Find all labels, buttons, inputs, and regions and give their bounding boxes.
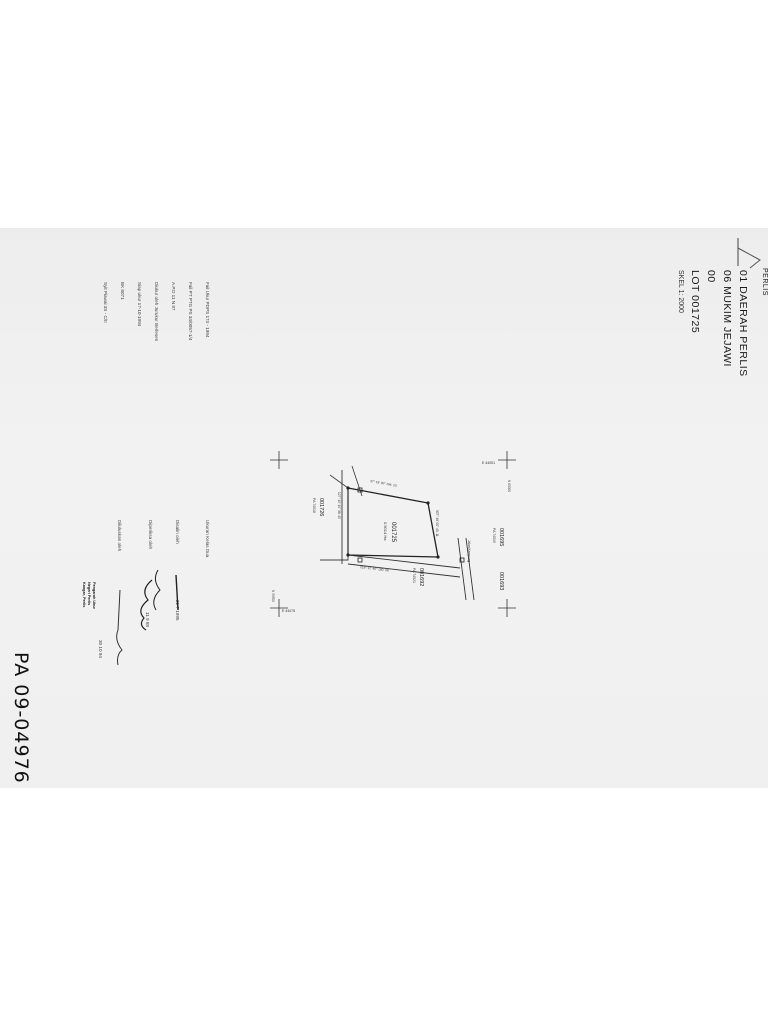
coord-top-2: N 60000 xyxy=(507,480,511,492)
header-line-2: 06 MUKIM JEJAWI xyxy=(721,270,733,367)
lot-001726-boundary xyxy=(320,474,349,561)
lot-right-top-ref: PA 74519 xyxy=(492,528,496,543)
signature-verified xyxy=(140,579,153,631)
corner-marker xyxy=(426,501,430,505)
note-line-3: A.P.D 11 N 97 xyxy=(171,282,176,311)
header-scale: SKEL 1: 2000 xyxy=(677,270,684,313)
header-line-top: PERLIS xyxy=(761,268,768,296)
square-marker xyxy=(357,487,363,493)
sig-label-approved: Ukuran Kelas Dua xyxy=(205,520,210,558)
coord-bottom-2: N 59500 xyxy=(271,590,275,602)
square-marker xyxy=(459,557,465,563)
header-line-4: LOT 001725 xyxy=(689,270,701,334)
sig-label-certified: Diluluskan oleh xyxy=(117,520,122,552)
top-left-diagonal xyxy=(351,465,363,497)
signature-line-checked xyxy=(175,574,179,611)
bearing-bottom: 218° 12' 40" 180. 08 xyxy=(360,565,389,572)
corner-marker xyxy=(346,553,350,557)
note-line-7: Syit Piawai 3S - C/II xyxy=(103,282,108,323)
lot-left-ref: PA 74518 xyxy=(312,498,316,513)
road-line-1 xyxy=(347,554,461,569)
lot-main-area: 0.5014 Ha xyxy=(383,522,388,541)
lot-right-side-label: 001693 xyxy=(498,572,504,590)
note-line-4: Diukur oleh Jurukur Berlesen xyxy=(154,282,159,342)
survey-plan: 001725 0.5014 Ha 001726 PA 74518 001695 … xyxy=(270,451,516,617)
road-line-2 xyxy=(347,563,461,578)
sig-label-verified: Diperiksa oleh xyxy=(148,520,153,550)
header-line-3: 00 xyxy=(705,270,717,283)
corner-marker xyxy=(436,555,440,559)
bearing-right: 307° 48' 00" 40. 11 xyxy=(435,510,439,537)
note-line-6: BK 8071 xyxy=(120,282,125,300)
bearing-top: 37° 18' 30" 104. 23 xyxy=(370,479,397,488)
binding-mark xyxy=(737,238,761,269)
note-line-1: Fail Ukur PDPS 174 - 1994 xyxy=(205,282,210,338)
road-right-2 xyxy=(465,537,475,601)
coord-top: E 44051 xyxy=(482,461,495,465)
lot-right-top-label: 001695 xyxy=(498,528,504,546)
signature-certified xyxy=(116,589,123,666)
lot-bottom-ref: PA 74521 xyxy=(412,568,416,583)
bearing-left: 127° 15' 10" 38. 45 xyxy=(337,492,341,519)
note-line-5: Siap ukur 17-10-1994 xyxy=(137,282,142,327)
sig-label-checked: Disalin oleh xyxy=(175,520,180,544)
header-line-1: 01 DAERAH PERLIS xyxy=(737,270,749,377)
note-line-2: Fail PT PTG PS 34/0057-1/4 xyxy=(188,282,193,341)
scanned-sheet xyxy=(0,228,768,788)
coord-bottom: E 44075 xyxy=(282,609,295,613)
lot-bottom-label: 001692 xyxy=(418,568,424,586)
road-label: Jalan Kampung xyxy=(467,540,471,562)
lot-main-label: 001725 xyxy=(390,522,396,543)
signature-checked xyxy=(153,569,161,611)
signatures-svg xyxy=(116,569,179,666)
square-marker xyxy=(357,557,363,563)
corner-marker xyxy=(346,486,350,490)
document-code: PA 09-04976 xyxy=(10,652,32,784)
lot-left-label: 001726 xyxy=(318,498,324,516)
road-right-1 xyxy=(457,537,467,601)
